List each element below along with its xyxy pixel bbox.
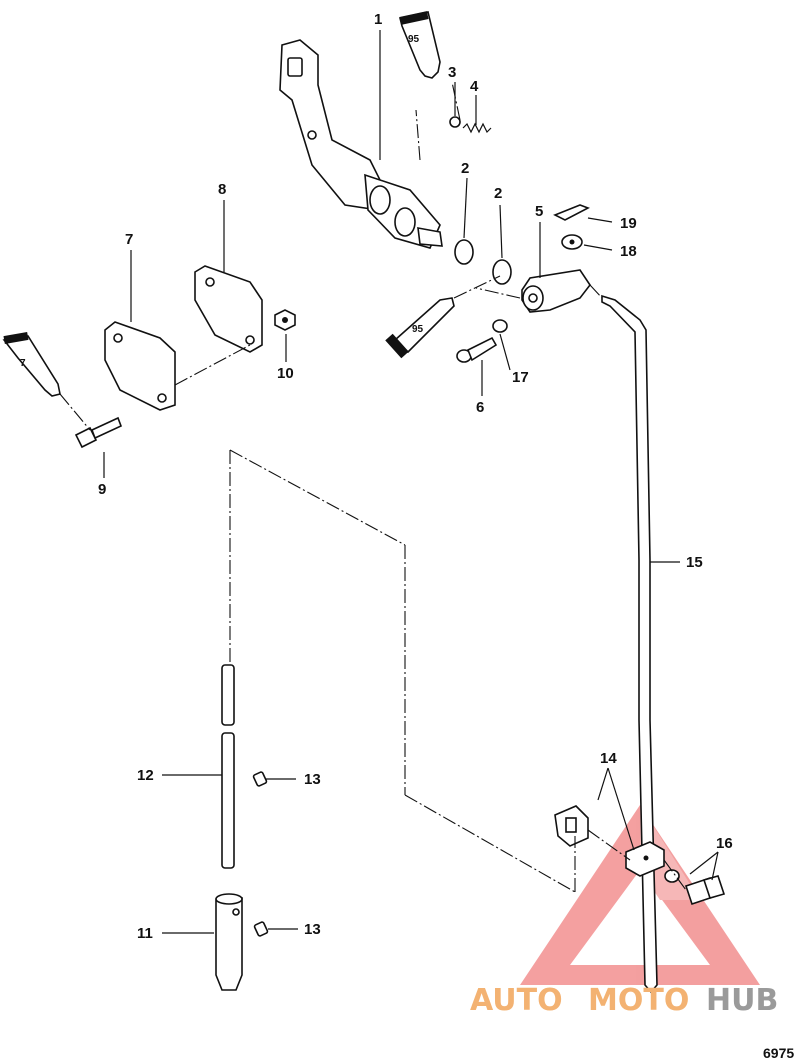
- cover-plate: [104, 321, 176, 411]
- callout-19: 19: [620, 215, 637, 232]
- shift-link-arm: [521, 269, 591, 313]
- callout-17: 17: [512, 369, 529, 386]
- callout-13: 13: [304, 921, 321, 938]
- gasket: [194, 265, 263, 353]
- tube-label: 95: [408, 34, 420, 45]
- callout-6: 6: [476, 399, 484, 416]
- grease-tube-95-middle: 95: [385, 297, 455, 359]
- callout-18: 18: [620, 243, 637, 260]
- callout-16: 16: [716, 835, 733, 852]
- clip-bolt: [664, 869, 726, 906]
- shift-shaft-lower: [215, 893, 243, 991]
- watermark-triangle: [520, 805, 760, 985]
- callout-10: 10: [277, 365, 294, 382]
- callout-9: 9: [98, 481, 106, 498]
- tube-label: 95: [412, 324, 424, 335]
- cotter-pin: [553, 204, 590, 221]
- grease-tube-95-top: 95: [399, 11, 441, 79]
- hex-nut: [274, 309, 296, 331]
- callout-12: 12: [137, 767, 154, 784]
- callout-11: 11: [137, 925, 153, 942]
- callout-3: 3: [448, 64, 456, 81]
- callouts: 1 2 2 3 4 5 6 7 8 9 10 11 12 13 13 14 15…: [98, 11, 733, 942]
- callout-7: 7: [125, 231, 133, 248]
- tube-label: 7: [20, 358, 26, 369]
- washer-hole: [569, 239, 575, 245]
- watermark-auto: AUTO: [470, 983, 563, 1018]
- shift-lever: [279, 39, 443, 249]
- roll-pin: [253, 921, 269, 937]
- watermark-hub: HUB: [706, 983, 778, 1018]
- callout-4: 4: [470, 78, 479, 95]
- roll-pin: [252, 771, 268, 787]
- callout-1: 1: [374, 11, 382, 28]
- callout-8: 8: [218, 181, 226, 198]
- leader-lines: [59, 30, 719, 934]
- callout-5: 5: [535, 203, 543, 220]
- screw: [456, 336, 498, 363]
- sealant-tube-7: 7: [2, 331, 61, 397]
- shift-shaft-upper: [221, 664, 235, 869]
- watermark-moto: MOTO: [588, 983, 689, 1018]
- callout-14: 14: [600, 750, 617, 767]
- alignment-line: [174, 344, 251, 386]
- shift-rod-clip: [554, 805, 665, 877]
- o-ring: [492, 259, 512, 285]
- callout-13: 13: [304, 771, 321, 788]
- figure-number: 6975: [763, 1045, 794, 1061]
- lock-washer: [492, 319, 508, 333]
- bolt: [74, 416, 123, 449]
- shift-rod: [601, 294, 658, 994]
- callout-2: 2: [461, 160, 469, 177]
- watermark-text: AUTO MOTO HUB: [470, 983, 778, 1018]
- callout-15: 15: [686, 554, 703, 571]
- callout-2: 2: [494, 185, 502, 202]
- o-ring: [454, 239, 474, 265]
- detent-spring: [462, 122, 492, 134]
- detent-ball: [449, 116, 461, 128]
